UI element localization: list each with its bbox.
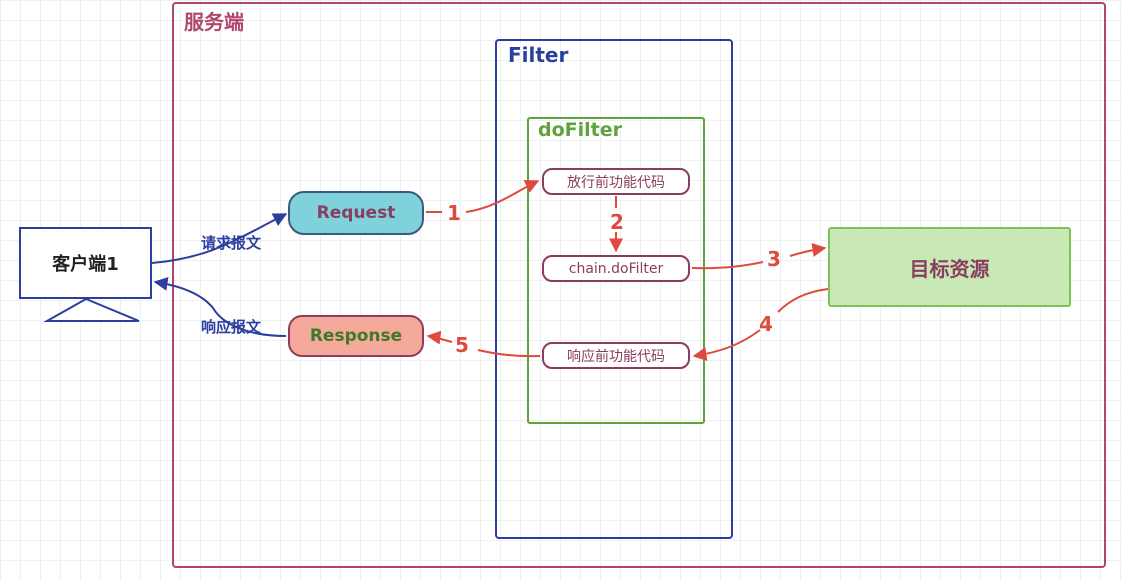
request-node: Request xyxy=(288,191,424,235)
pre-response-code-step: 响应前功能代码 xyxy=(542,342,690,369)
flow-arrow-4 xyxy=(694,288,829,356)
flow-arrow-3 xyxy=(691,248,825,270)
filter-container xyxy=(495,39,733,539)
pre-pass-code-step: 放行前功能代码 xyxy=(542,168,690,195)
request-message-arrow xyxy=(151,213,288,264)
flow-arrow-5 xyxy=(428,336,541,358)
response-message-arrow xyxy=(153,276,287,337)
client-node: 客户端1 xyxy=(19,227,152,299)
client-monitor-stand xyxy=(43,297,140,322)
dofilter-title: doFilter xyxy=(538,119,622,141)
response-message-label: 响应报文 xyxy=(201,318,262,336)
request-message-label: 请求报文 xyxy=(201,234,262,252)
filter-title: Filter xyxy=(508,43,569,67)
step-number-5: 5 xyxy=(455,333,469,357)
step-number-3: 3 xyxy=(767,247,781,271)
target-resource-node: 目标资源 xyxy=(828,227,1071,307)
step-number-2: 2 xyxy=(610,210,624,234)
step-number-1: 1 xyxy=(447,201,461,225)
step-number-4: 4 xyxy=(759,312,773,336)
dofilter-container xyxy=(527,117,705,424)
server-title: 服务端 xyxy=(184,10,244,34)
response-node: Response xyxy=(288,315,424,357)
chain-dofilter-step: chain.doFilter xyxy=(542,255,690,282)
flow-arrow-1 xyxy=(426,181,538,213)
